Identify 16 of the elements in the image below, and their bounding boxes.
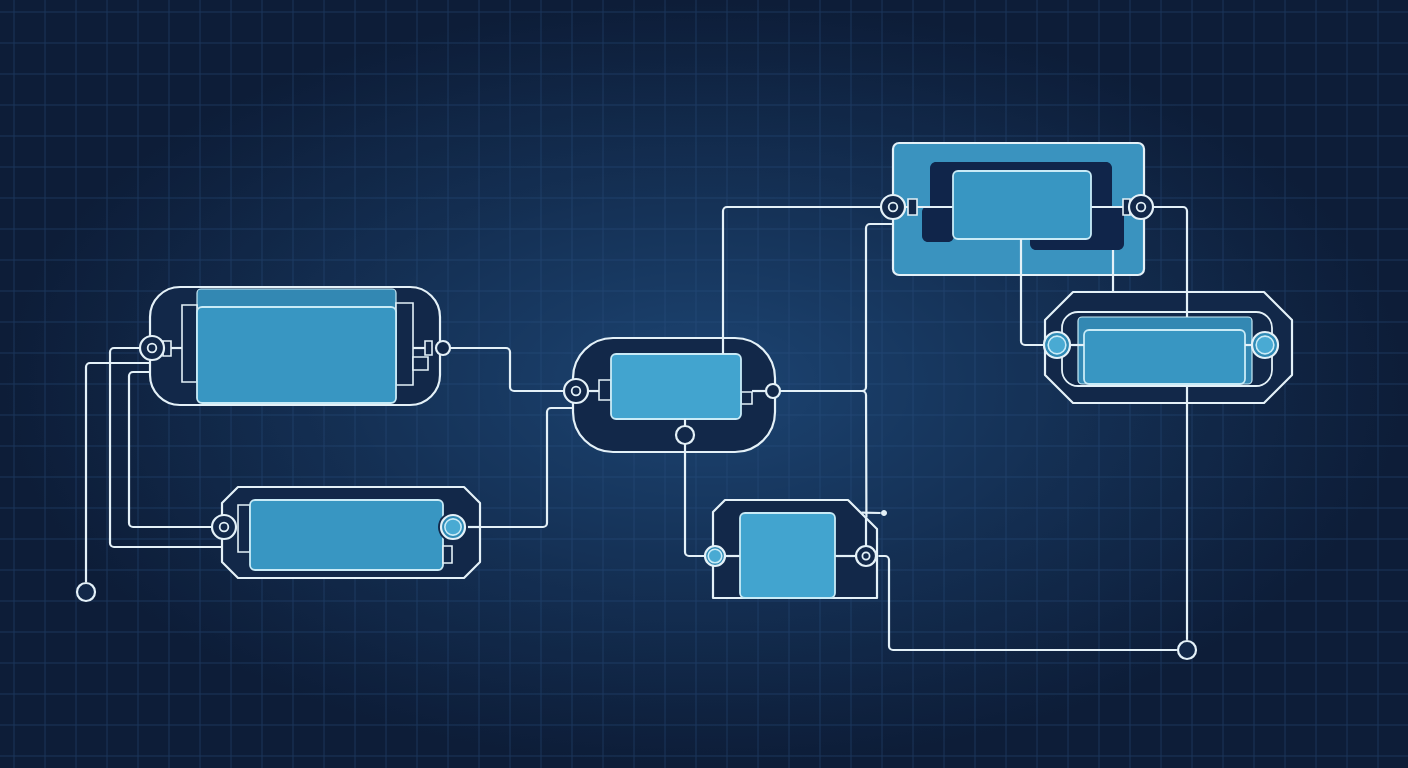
connector-line	[1185, 403, 1189, 640]
connector-line	[683, 452, 705, 558]
connector-line	[721, 205, 881, 338]
connector-line	[84, 361, 150, 582]
connector-line	[450, 346, 564, 393]
connector-line	[1019, 275, 1044, 347]
connector-line	[1111, 275, 1115, 292]
connector-line	[480, 406, 573, 529]
terminal-circle	[1176, 639, 1198, 661]
connector-line	[878, 554, 1177, 652]
connector-line	[108, 346, 222, 549]
connector-line	[127, 370, 212, 529]
connector-line	[861, 511, 881, 515]
connector-line	[780, 389, 868, 518]
connector-line	[1153, 205, 1189, 292]
terminal-circle	[75, 581, 97, 603]
